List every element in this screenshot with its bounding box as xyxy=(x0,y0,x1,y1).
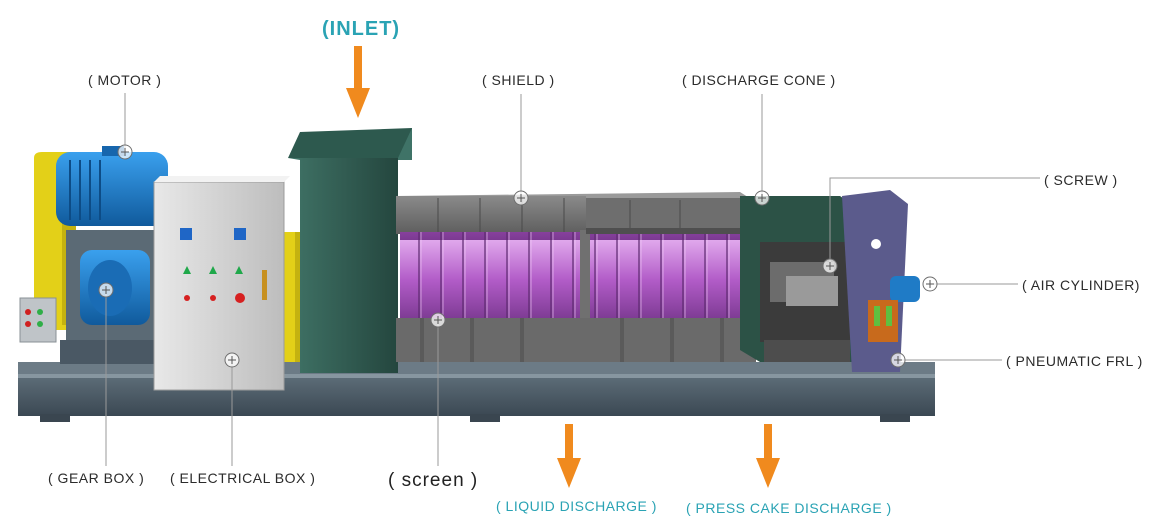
motor-body xyxy=(56,146,168,226)
pneumatic-frl-label: ( PNEUMATIC FRL ) xyxy=(1006,353,1143,369)
screw-label: ( SCREW ) xyxy=(1044,172,1118,188)
screen-assembly xyxy=(396,192,762,362)
control-panel xyxy=(19,297,57,343)
flow-arrows xyxy=(346,46,780,488)
electrical-box-label: ( ELECTRICAL BOX ) xyxy=(170,470,316,486)
leader-lines xyxy=(105,93,1040,466)
liquid-discharge-arrow xyxy=(557,424,581,488)
liquid-discharge-label: ( LIQUID DISCHARGE ) xyxy=(496,498,657,514)
inlet-label: (INLET) xyxy=(322,18,401,40)
press-cake-discharge-arrow xyxy=(756,424,780,488)
press-cake-discharge-label: ( PRESS CAKE DISCHARGE ) xyxy=(686,500,892,516)
air-cylinder-label: ( AIR CYLINDER) xyxy=(1022,277,1140,293)
gear-box-label: ( GEAR BOX ) xyxy=(48,470,145,486)
screen-label: ( screen ) xyxy=(388,470,479,491)
discharge-cone-label: ( DISCHARGE CONE ) xyxy=(682,72,836,88)
shield-label: ( SHIELD ) xyxy=(482,72,555,88)
electrical-box-body xyxy=(153,176,290,391)
motor-label: ( MOTOR ) xyxy=(88,72,162,88)
inlet-hopper xyxy=(288,128,412,373)
gear-box-body xyxy=(60,230,170,364)
inlet-arrow xyxy=(346,46,370,118)
target-crosshairs xyxy=(102,148,934,364)
discharge-frame xyxy=(740,196,860,362)
end-plate xyxy=(842,190,920,372)
